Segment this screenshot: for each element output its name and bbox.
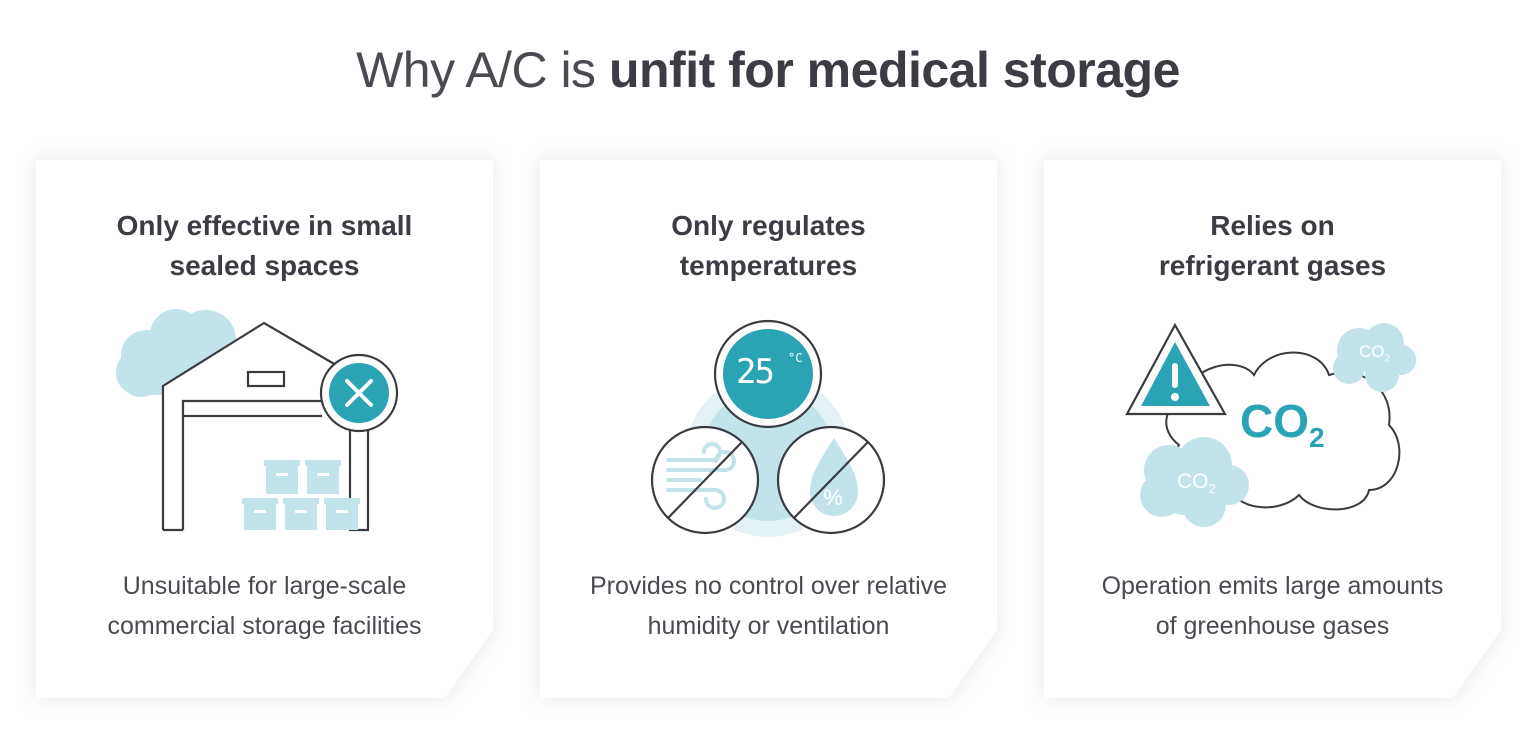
card-refrigerant: Relies on refrigerant gases bbox=[1044, 160, 1501, 698]
title-emphasis: unfit for medical storage bbox=[608, 42, 1180, 98]
co2-clouds-icon bbox=[1125, 322, 1416, 527]
title-prefix: Why A/C is bbox=[356, 42, 596, 98]
page-title: Why A/C is unfit for medical storage bbox=[0, 38, 1536, 102]
card-description: Unsuitable for large-scale commercial st… bbox=[107, 572, 422, 640]
co2-small-label-bottom: CO2 bbox=[1177, 470, 1216, 497]
card-description: Operation emits large amounts of greenho… bbox=[1101, 572, 1444, 640]
svg-text:%: % bbox=[823, 485, 843, 510]
card-heading: Only effective in small sealed spaces bbox=[116, 210, 413, 281]
card-description: Provides no control over relative humidi… bbox=[589, 572, 948, 640]
warehouse-with-x-icon bbox=[116, 309, 399, 532]
card-heading: Relies on refrigerant gases bbox=[1158, 210, 1387, 281]
card-temperatures: Only regulates temperatures % bbox=[540, 160, 997, 698]
thermostat-icon: % bbox=[650, 319, 886, 537]
thermostat-reading: 25°C bbox=[736, 351, 803, 392]
card-small-spaces: Only effective in small sealed spaces bbox=[36, 160, 493, 698]
co2-small-label-top: CO2 bbox=[1359, 342, 1391, 365]
card-heading: Only regulates temperatures bbox=[671, 210, 866, 281]
co2-main-label: CO2 bbox=[1240, 395, 1325, 454]
